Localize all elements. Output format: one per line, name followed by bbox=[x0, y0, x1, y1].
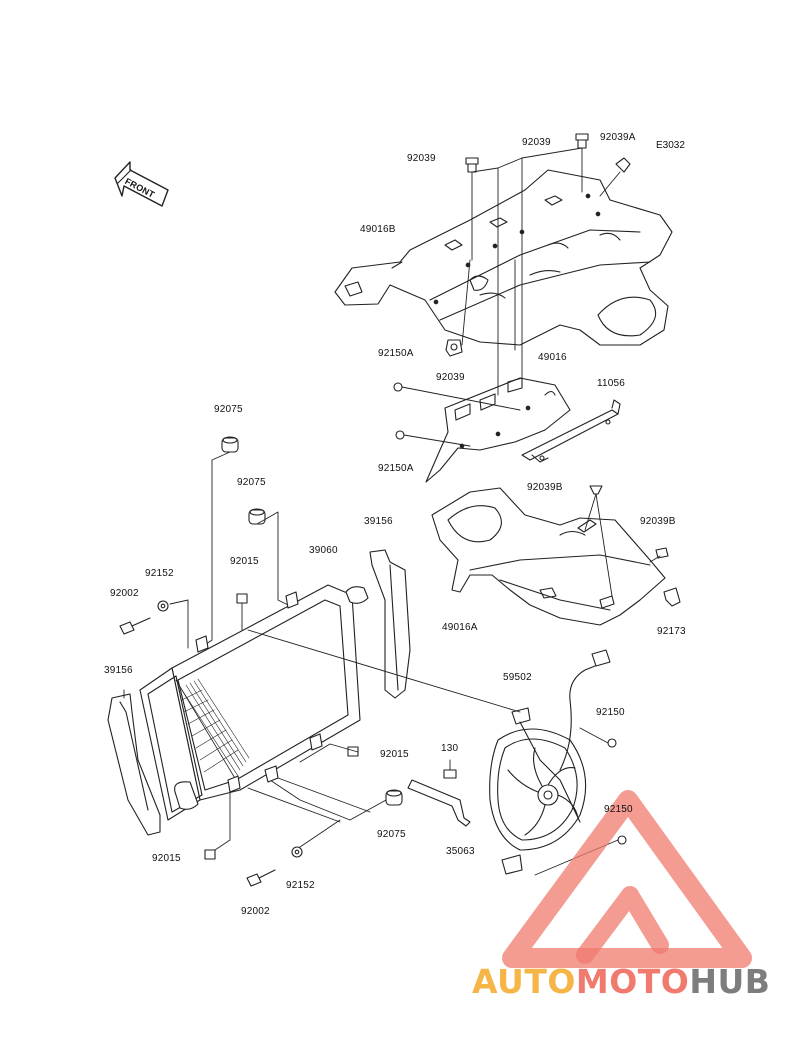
bolt-92002-lower-icon bbox=[246, 869, 276, 887]
shroud-39156-left bbox=[107, 693, 161, 836]
label-92152-upper: 92152 bbox=[145, 568, 174, 579]
bracket-49016 bbox=[425, 377, 571, 483]
label-39156-left: 39156 bbox=[104, 665, 133, 676]
clip-92015-mid-icon bbox=[347, 746, 359, 757]
label-92075-lower: 92075 bbox=[377, 829, 406, 840]
fan-59502 bbox=[489, 649, 611, 875]
nut-92150A-lower-icon bbox=[395, 430, 405, 440]
label-49016: 49016 bbox=[538, 352, 567, 363]
nut-92150-lower-icon bbox=[617, 835, 627, 845]
label-49016A: 49016A bbox=[442, 622, 478, 633]
label-59502: 59502 bbox=[503, 672, 532, 683]
bolt-92039B-right-icon bbox=[655, 547, 669, 559]
cover-49016A bbox=[431, 487, 666, 626]
watermark-auto: AUTO bbox=[472, 962, 576, 1001]
label-11056: 11056 bbox=[597, 378, 626, 389]
label-39156-right: 39156 bbox=[364, 516, 393, 527]
label-92002-upper: 92002 bbox=[110, 588, 139, 599]
washer-92152-upper-icon bbox=[157, 600, 169, 612]
label-92002-lower: 92002 bbox=[241, 906, 270, 917]
label-92150A-lower: 92150A bbox=[378, 463, 414, 474]
label-92039-mid: 92039 bbox=[436, 372, 465, 383]
bolt-92039B-icon bbox=[589, 485, 603, 495]
cover-49016B bbox=[334, 169, 673, 346]
radiator-39060 bbox=[139, 584, 369, 821]
label-92075-second: 92075 bbox=[237, 477, 266, 488]
diagram-code: E3032 bbox=[656, 140, 685, 151]
grommet-92075-lower-icon bbox=[385, 789, 403, 806]
label-92039B-left: 92039B bbox=[527, 482, 563, 493]
bolt-92039-icon bbox=[465, 157, 479, 173]
label-130: 130 bbox=[441, 743, 459, 754]
grommet-92075-second-icon bbox=[248, 508, 266, 525]
bolt-92039-right-icon bbox=[575, 133, 589, 149]
watermark-hub: HUB bbox=[689, 962, 771, 1001]
label-92015-top: 92015 bbox=[230, 556, 259, 567]
label-92015-bottom: 92015 bbox=[152, 853, 181, 864]
shroud-39156-right bbox=[369, 549, 411, 699]
label-92173: 92173 bbox=[657, 626, 686, 637]
label-49016B: 49016B bbox=[360, 224, 396, 235]
label-35063: 35063 bbox=[446, 846, 475, 857]
bracket-35063 bbox=[407, 779, 471, 827]
clip-92015-top-icon bbox=[236, 593, 248, 604]
bolt-92039A-icon bbox=[615, 157, 631, 173]
watermark-text: AUTOMOTOHUB bbox=[472, 962, 770, 1001]
front-arrow-icon bbox=[114, 161, 169, 207]
watermark-moto: MOTO bbox=[575, 962, 690, 1001]
clip-92173-icon bbox=[663, 587, 681, 607]
label-92039B-right: 92039B bbox=[640, 516, 676, 527]
bracket-11056 bbox=[521, 399, 621, 463]
nut-92150A-upper-icon bbox=[393, 382, 403, 392]
label-92015-mid: 92015 bbox=[380, 749, 409, 760]
nut-92039-icon bbox=[445, 339, 463, 357]
label-92039-top-right: 92039 bbox=[522, 137, 551, 148]
label-92039A: 92039A bbox=[600, 132, 636, 143]
label-92150-lower: 92150 bbox=[604, 804, 633, 815]
label-39060: 39060 bbox=[309, 545, 338, 556]
label-92152-lower: 92152 bbox=[286, 880, 315, 891]
nut-92150-upper-icon bbox=[607, 738, 617, 748]
label-92039-top-left: 92039 bbox=[407, 153, 436, 164]
automotohub-logo-icon bbox=[502, 790, 752, 968]
grommet-92075-top-icon bbox=[221, 436, 239, 453]
label-92150-upper: 92150 bbox=[596, 707, 625, 718]
bolt-92002-upper-icon bbox=[119, 617, 151, 635]
washer-92152-lower-icon bbox=[291, 846, 303, 858]
bolt-130-icon bbox=[443, 769, 457, 779]
clip-92015-bottom-icon bbox=[204, 849, 216, 860]
label-92075-top: 92075 bbox=[214, 404, 243, 415]
label-92150A-upper: 92150A bbox=[378, 348, 414, 359]
